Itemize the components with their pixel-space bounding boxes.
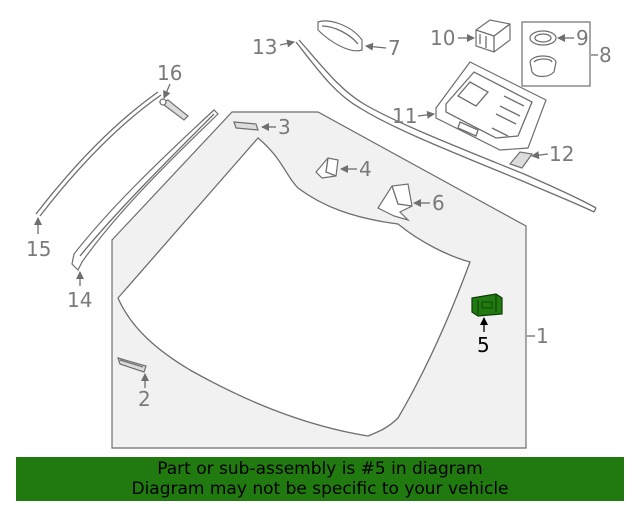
part-4-bracket [315, 157, 339, 179]
callout-15: 15 [26, 237, 51, 261]
callout-2: 2 [138, 387, 151, 411]
part-13-molding [295, 39, 597, 213]
callout-4: 4 [359, 157, 372, 181]
part-12-clip [508, 151, 534, 169]
part-8-kit-box [521, 21, 591, 87]
callout-11: 11 [392, 104, 417, 128]
callout-1: 1 [536, 324, 549, 348]
callout-12: 12 [549, 142, 574, 166]
callout-8: 8 [599, 43, 612, 67]
callout-6: 6 [432, 191, 445, 215]
banner-line-2: Diagram may not be specific to your vehi… [131, 479, 509, 499]
part-16-clip [158, 98, 189, 121]
part-2-clip [117, 357, 147, 373]
part-14-trim [71, 109, 219, 272]
callout-14: 14 [67, 288, 92, 312]
part-11-bracket [435, 61, 547, 151]
part-7-mirror [317, 20, 363, 52]
part-6-mirror-mount [377, 183, 413, 222]
info-banner: Part or sub-assembly is #5 in diagram Di… [16, 457, 624, 501]
windshield-assembly [111, 111, 527, 449]
callout-13: 13 [252, 35, 277, 59]
callout-3: 3 [278, 115, 291, 139]
part-15-molding [35, 91, 162, 217]
callout-12-leader [531, 151, 549, 160]
callout-9: 9 [576, 26, 589, 50]
part-3-pad [233, 121, 259, 131]
callout-10: 10 [430, 26, 455, 50]
part-5-highlighted [471, 293, 503, 317]
callout-7-leader [365, 42, 387, 51]
callout-7: 7 [388, 36, 401, 60]
part-10-sensor [475, 19, 511, 53]
windshield-glass [117, 137, 471, 437]
callout-16-leader [163, 83, 171, 99]
parts-diagram: 1 2 3 4 6 5 13 7 [26, 19, 612, 449]
callout-5: 5 [477, 333, 490, 357]
callout-13-leader [279, 39, 295, 48]
callout-11-leader [417, 110, 435, 119]
callout-16: 16 [157, 61, 182, 85]
banner-line-1: Part or sub-assembly is #5 in diagram [157, 459, 483, 479]
